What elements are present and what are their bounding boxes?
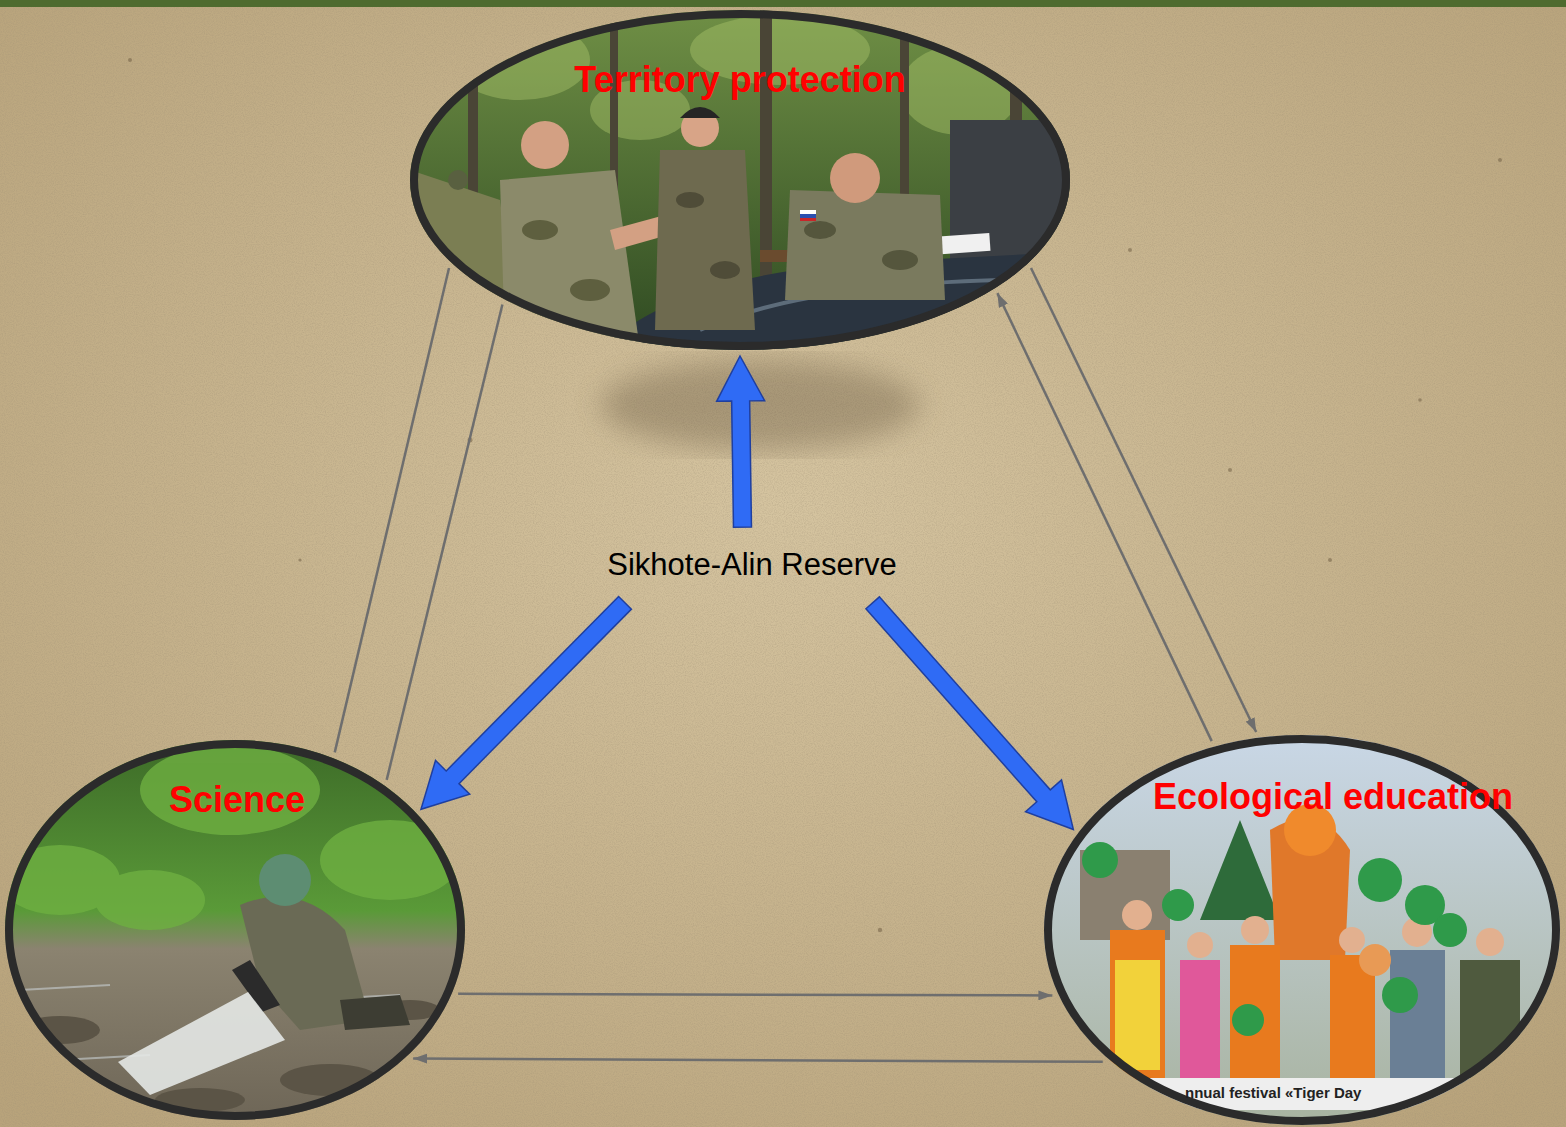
thin-arrow bbox=[335, 268, 449, 752]
block-arrow bbox=[866, 597, 1073, 830]
title-holder: Territory protection bbox=[574, 60, 905, 100]
node-title: Territory protection bbox=[574, 59, 905, 100]
thin-arrow bbox=[997, 293, 1211, 741]
ellipse-border bbox=[414, 14, 1066, 346]
thin-arrow bbox=[458, 994, 1052, 996]
thin-arrow bbox=[413, 1059, 1103, 1062]
node-text: Sikhote-Alin Reserve bbox=[607, 547, 896, 583]
title-holder: Science bbox=[169, 780, 305, 820]
node-title: Ecological education bbox=[1153, 776, 1513, 817]
thin-arrow bbox=[1031, 268, 1256, 732]
block-arrow bbox=[421, 596, 631, 809]
node-title: Science bbox=[169, 779, 305, 820]
photo-ellipse-node: Territory protection bbox=[410, 10, 1070, 350]
photo-caption: nnual festival «Tiger Day bbox=[1185, 1084, 1361, 1102]
center-label-node: Sikhote-Alin Reserve bbox=[593, 527, 910, 603]
block-arrow bbox=[717, 356, 765, 527]
ellipse-border bbox=[1048, 739, 1556, 1121]
ellipse-border bbox=[9, 744, 461, 1116]
photo-ellipse-node: Science bbox=[5, 740, 465, 1120]
title-holder: Ecological education bbox=[1153, 777, 1513, 817]
photo-ellipse-node: Ecological education bbox=[1044, 735, 1560, 1125]
thin-arrow bbox=[387, 304, 503, 779]
